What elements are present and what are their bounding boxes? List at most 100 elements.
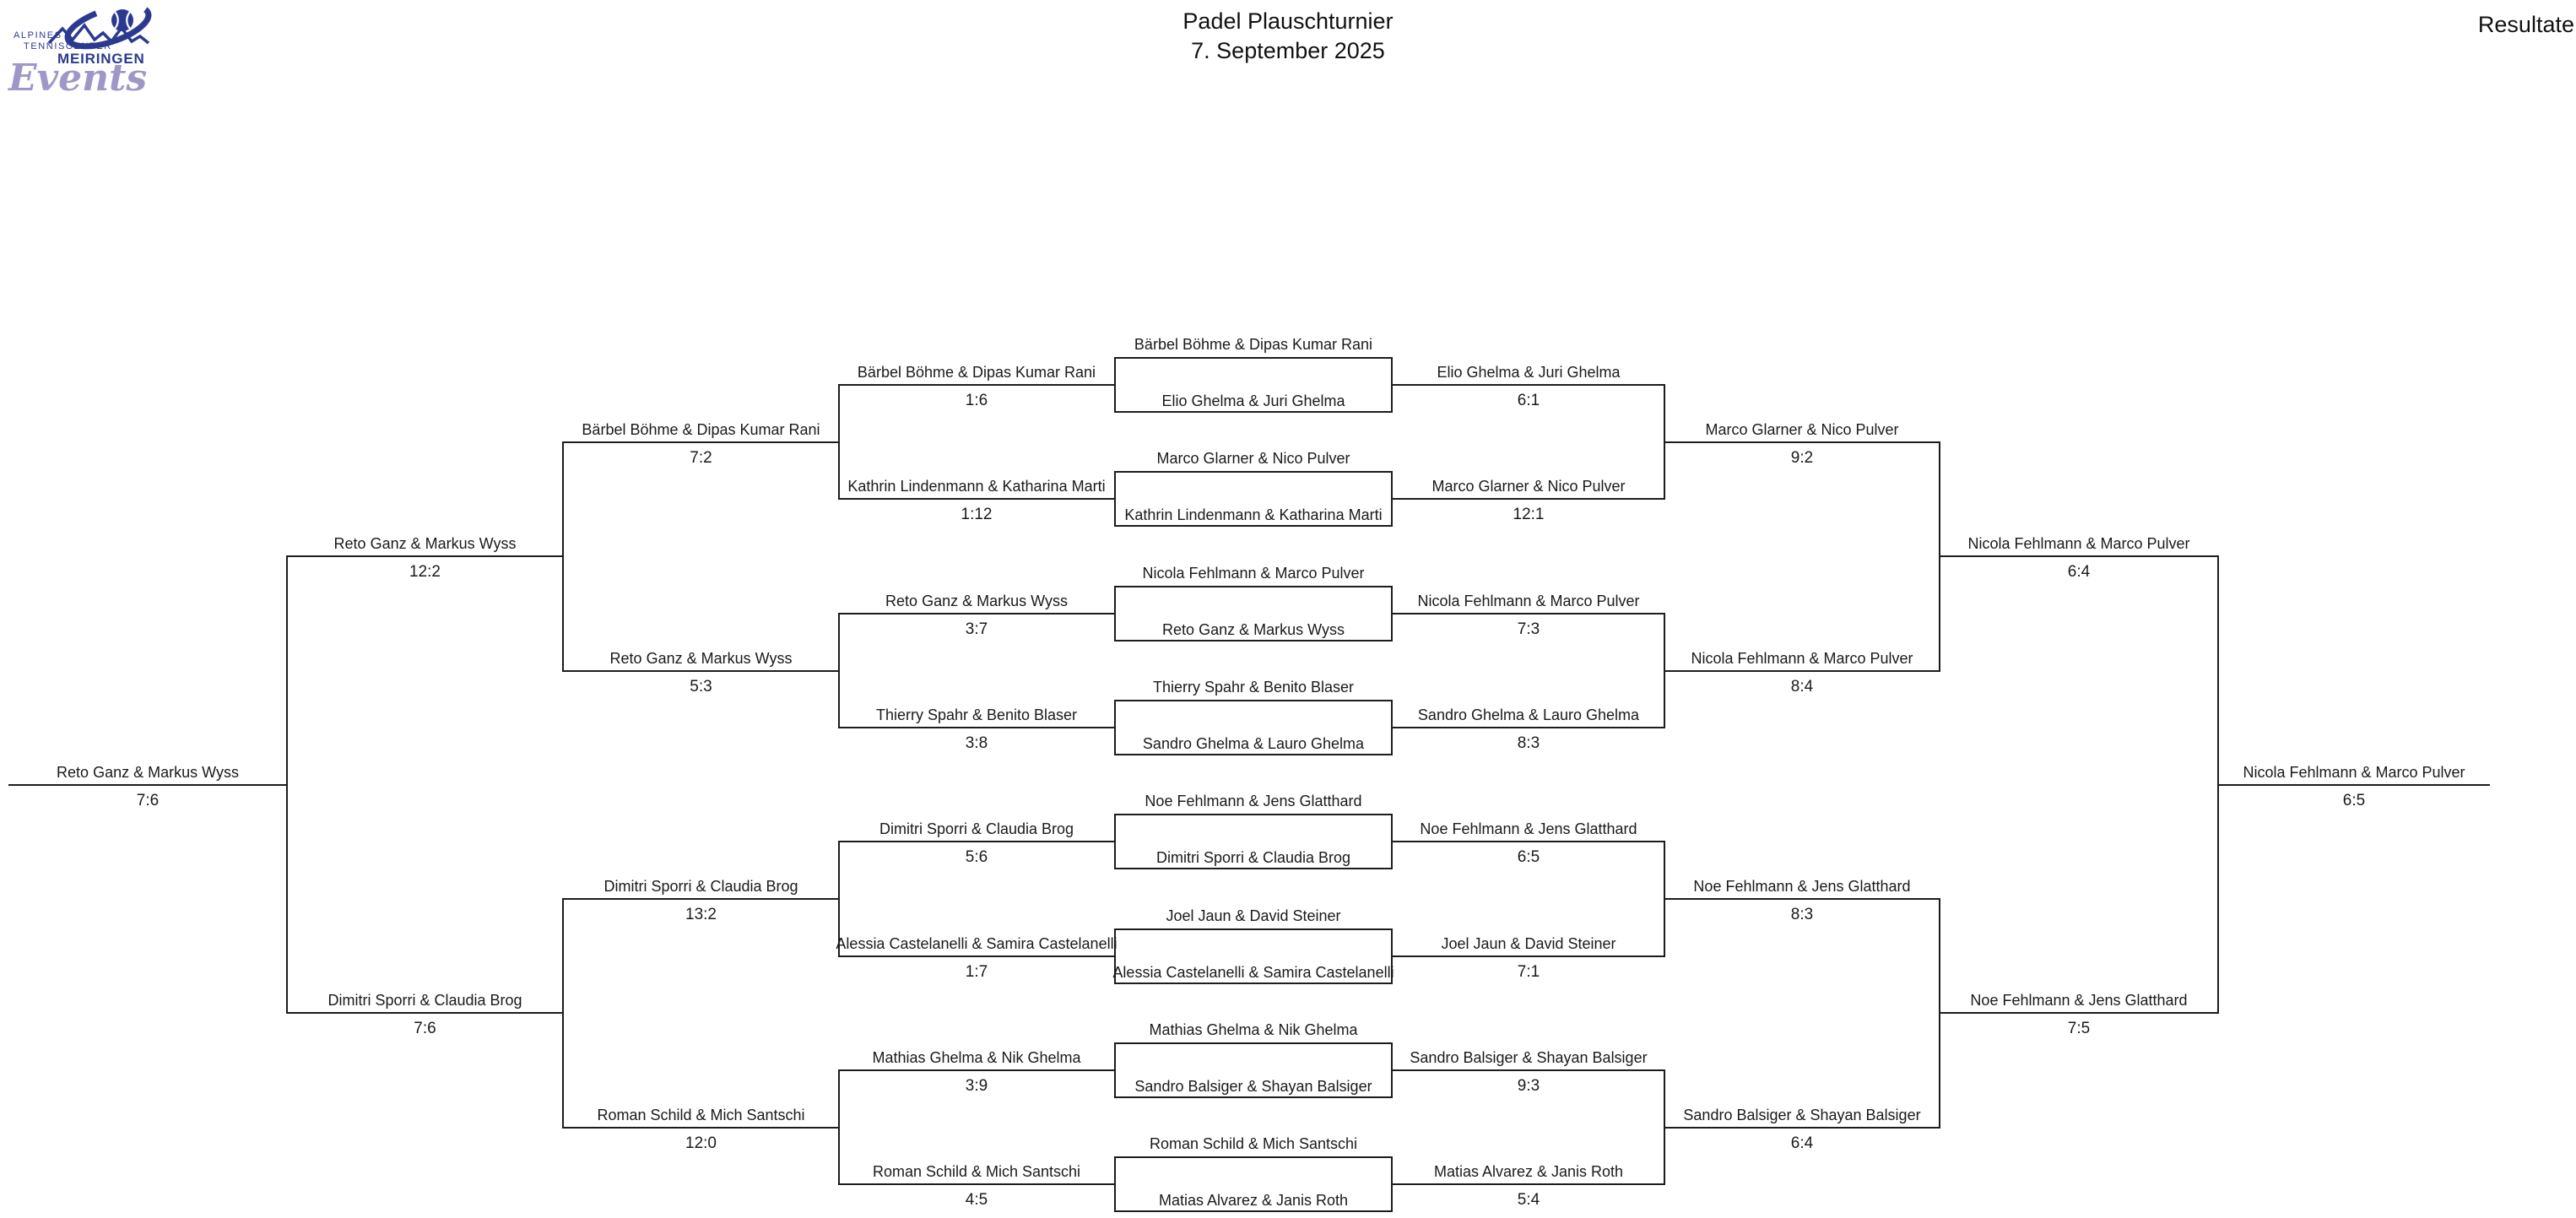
logo-text-events: Events xyxy=(7,57,147,98)
round1-loser-score-4: 5:6 xyxy=(965,848,988,866)
round1-winner-score-6: 9:3 xyxy=(1517,1077,1540,1095)
page-title-block: Padel Plauschturnier 7. September 2025 xyxy=(0,7,2576,66)
round1-loser-team-2: Reto Ganz & Markus Wyss xyxy=(885,593,1068,609)
main-qf-line-3 xyxy=(1664,1126,1940,1129)
consolation-qf-team-0: Bärbel Böhme & Dipas Kumar Rani xyxy=(582,420,820,438)
round1-loser-team-0: Bärbel Böhme & Dipas Kumar Rani xyxy=(857,364,1096,381)
round1-winner-score-1: 12:1 xyxy=(1513,506,1545,523)
match-box-top-team-4: Noe Fehlmann & Jens Glatthard xyxy=(1145,793,1362,809)
round1-left-loser-line-4 xyxy=(839,841,1114,842)
main-qf-line-0 xyxy=(1664,441,1940,443)
consolation-qf-team-1: Reto Ganz & Markus Wyss xyxy=(609,649,793,667)
consolation-qf-score-0: 7:2 xyxy=(690,448,712,467)
match-box-5 xyxy=(1114,928,1393,984)
main-qf-score-0: 9:2 xyxy=(1790,448,1814,467)
round1-loser-score-5: 1:7 xyxy=(965,963,988,981)
round1-winner-team-7: Matias Alvarez & Janis Roth xyxy=(1433,1163,1624,1180)
main-qf-line-2 xyxy=(1664,898,1940,900)
match-box-bottom-team-6: Sandro Balsiger & Shayan Balsiger xyxy=(1134,1078,1372,1095)
main-qf-team-1: Nicola Fehlmann & Marco Pulver xyxy=(1691,649,1913,667)
left-final-junction xyxy=(286,555,288,1014)
round1-right-winner-line-1 xyxy=(1393,498,1664,500)
round1-loser-score-7: 4:5 xyxy=(965,1191,988,1209)
club-logo: ALPINES TENNISCENTER MEIRINGEN Events xyxy=(7,3,152,98)
main-final-score: 6:5 xyxy=(2342,792,2366,809)
round1-right-winner-line-4 xyxy=(1393,841,1664,842)
consolation-final-line xyxy=(8,784,287,786)
match-box-top-team-5: Joel Jaun & David Steiner xyxy=(1166,907,1341,924)
round1-winner-team-3: Sandro Ghelma & Lauro Ghelma xyxy=(1417,706,1640,723)
consolation-sf-score-0: 12:2 xyxy=(409,563,441,581)
consolation-sf-line-1 xyxy=(287,1012,563,1014)
main-qf-score-1: 8:4 xyxy=(1790,677,1814,696)
match-box-top-team-7: Roman Schild & Mich Santschi xyxy=(1149,1135,1358,1152)
main-final-team: Nicola Fehlmann & Marco Pulver xyxy=(2243,764,2465,781)
logo-text-meiringen: MEIRINGEN xyxy=(57,51,145,67)
round1-winner-score-3: 8:3 xyxy=(1517,734,1540,752)
consolation-qf-team-2: Dimitri Sporri & Claudia Brog xyxy=(603,878,798,895)
main-qf-score-2: 8:3 xyxy=(1790,906,1814,923)
logo-mountains-icon xyxy=(47,23,150,45)
main-qf-team-0: Marco Glarner & Nico Pulver xyxy=(1705,420,1899,438)
round1-winner-team-5: Joel Jaun & David Steiner xyxy=(1441,935,1616,952)
main-qf-team-3: Sandro Balsiger & Shayan Balsiger xyxy=(1683,1106,1921,1123)
round1-winner-score-0: 6:1 xyxy=(1517,392,1540,409)
round1-loser-team-5: Alessia Castelanelli & Samira Castelanel… xyxy=(836,935,1118,952)
round1-winner-team-4: Noe Fehlmann & Jens Glatthard xyxy=(1420,820,1637,837)
match-box-2 xyxy=(1114,586,1393,641)
round1-right-winner-line-3 xyxy=(1393,727,1664,728)
logo-text-alpines: ALPINES xyxy=(14,30,62,41)
main-sf-team-1: Noe Fehlmann & Jens Glatthard xyxy=(1970,992,2188,1009)
match-box-4 xyxy=(1114,814,1393,869)
consolation-qf-score-1: 5:3 xyxy=(690,677,712,696)
round1-left-loser-line-5 xyxy=(839,955,1114,957)
round1-left-loser-line-1 xyxy=(839,498,1114,500)
match-box-6 xyxy=(1114,1042,1393,1098)
logo-text-tenniscenter: TENNISCENTER xyxy=(24,41,112,51)
main-qf-team-2: Noe Fehlmann & Jens Glatthard xyxy=(1693,878,1911,895)
match-box-top-team-1: Marco Glarner & Nico Pulver xyxy=(1156,450,1350,467)
left-round1-junction-0 xyxy=(838,384,840,500)
match-box-top-team-0: Bärbel Böhme & Dipas Kumar Rani xyxy=(1134,336,1373,353)
round1-right-winner-line-6 xyxy=(1393,1069,1664,1071)
round1-left-loser-line-6 xyxy=(839,1069,1114,1071)
match-box-7 xyxy=(1114,1156,1393,1212)
match-box-bottom-team-4: Dimitri Sporri & Claudia Brog xyxy=(1155,849,1351,866)
main-sf-line-0 xyxy=(1940,555,2218,557)
match-box-3 xyxy=(1114,700,1393,755)
consolation-qf-score-3: 12:0 xyxy=(685,1134,717,1152)
main-sf-team-0: Nicola Fehlmann & Marco Pulver xyxy=(1967,535,2190,552)
round1-winner-score-4: 6:5 xyxy=(1517,848,1540,866)
consolation-final-team: Reto Ganz & Markus Wyss xyxy=(57,764,239,781)
round1-loser-score-6: 3:9 xyxy=(965,1077,988,1095)
left-round1-junction-3 xyxy=(838,1069,840,1185)
consolation-qf-team-3: Roman Schild & Mich Santschi xyxy=(597,1106,805,1123)
match-box-top-team-6: Mathias Ghelma & Nik Ghelma xyxy=(1149,1021,1358,1038)
tournament-title: Padel Plauschturnier xyxy=(1182,8,1394,34)
round1-left-loser-line-0 xyxy=(839,384,1114,386)
round1-winner-score-2: 7:3 xyxy=(1517,620,1540,638)
round1-winner-team-2: Nicola Fehlmann & Marco Pulver xyxy=(1417,593,1640,609)
round1-winner-team-0: Elio Ghelma & Juri Ghelma xyxy=(1437,364,1621,381)
match-box-top-team-2: Nicola Fehlmann & Marco Pulver xyxy=(1142,565,1365,582)
round1-loser-team-3: Thierry Spahr & Benito Blaser xyxy=(875,706,1078,723)
match-box-bottom-team-0: Elio Ghelma & Juri Ghelma xyxy=(1161,392,1345,409)
main-sf-line-1 xyxy=(1940,1012,2218,1014)
match-box-0 xyxy=(1114,357,1393,413)
round1-right-winner-line-0 xyxy=(1393,384,1664,386)
main-qf-score-3: 6:4 xyxy=(1790,1134,1814,1152)
match-box-bottom-team-3: Sandro Ghelma & Lauro Ghelma xyxy=(1142,735,1365,752)
round1-loser-score-1: 1:12 xyxy=(961,506,993,523)
main-final-line xyxy=(2218,784,2490,786)
match-box-bottom-team-7: Matias Alvarez & Janis Roth xyxy=(1158,1192,1349,1209)
main-sf-score-1: 7:5 xyxy=(2067,1020,2091,1037)
consolation-sf-line-0 xyxy=(287,555,563,557)
round1-left-loser-line-7 xyxy=(839,1183,1114,1185)
consolation-qf-line-0 xyxy=(563,441,839,443)
match-box-bottom-team-1: Kathrin Lindenmann & Katharina Marti xyxy=(1124,506,1383,523)
round1-loser-team-6: Mathias Ghelma & Nik Ghelma xyxy=(872,1049,1081,1066)
round1-winner-team-6: Sandro Balsiger & Shayan Balsiger xyxy=(1410,1049,1648,1066)
round1-left-loser-line-2 xyxy=(839,613,1114,614)
